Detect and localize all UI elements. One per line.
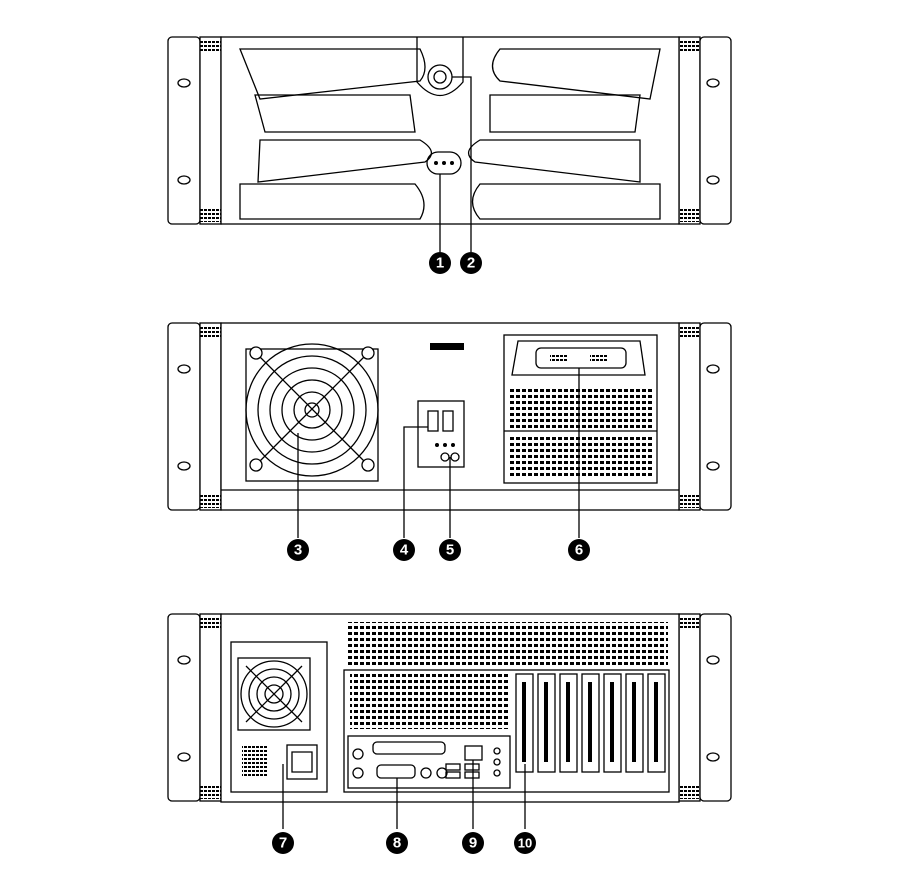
callout-8: 8 bbox=[386, 832, 408, 854]
front-io-panel bbox=[417, 400, 465, 468]
callout-6: 6 bbox=[568, 539, 590, 561]
svg-text:6: 6 bbox=[575, 542, 583, 559]
callout-9: 9 bbox=[462, 832, 484, 854]
svg-text:9: 9 bbox=[469, 835, 477, 852]
svg-text:10: 10 bbox=[518, 836, 532, 851]
callout-7: 7 bbox=[272, 832, 294, 854]
motherboard-io bbox=[343, 669, 670, 829]
parallel-port bbox=[372, 741, 446, 755]
svg-text:3: 3 bbox=[294, 542, 302, 559]
front-panel-open bbox=[167, 322, 732, 538]
expansion-slots bbox=[515, 673, 666, 829]
svg-text:8: 8 bbox=[393, 835, 401, 852]
callout-3: 3 bbox=[287, 539, 309, 561]
usb-port bbox=[442, 410, 454, 432]
fan-icon bbox=[245, 343, 379, 538]
callout-10: 10 bbox=[514, 832, 536, 854]
callout-1: 1 bbox=[429, 252, 451, 274]
svg-text:5: 5 bbox=[446, 542, 454, 559]
svg-text:4: 4 bbox=[400, 542, 409, 559]
usb-port bbox=[427, 410, 439, 432]
rear-panel bbox=[167, 613, 732, 829]
serial-port bbox=[376, 764, 416, 779]
front-panel-closed bbox=[167, 36, 732, 252]
callout-5: 5 bbox=[439, 539, 461, 561]
svg-text:2: 2 bbox=[467, 255, 475, 272]
callout-4: 4 bbox=[393, 539, 415, 561]
power-supply bbox=[230, 641, 328, 829]
drive-bays bbox=[503, 334, 658, 538]
led-panel bbox=[426, 151, 462, 175]
svg-text:1: 1 bbox=[436, 255, 444, 272]
callout-2: 2 bbox=[460, 252, 482, 274]
power-socket-icon bbox=[286, 744, 318, 780]
svg-text:7: 7 bbox=[279, 835, 287, 852]
